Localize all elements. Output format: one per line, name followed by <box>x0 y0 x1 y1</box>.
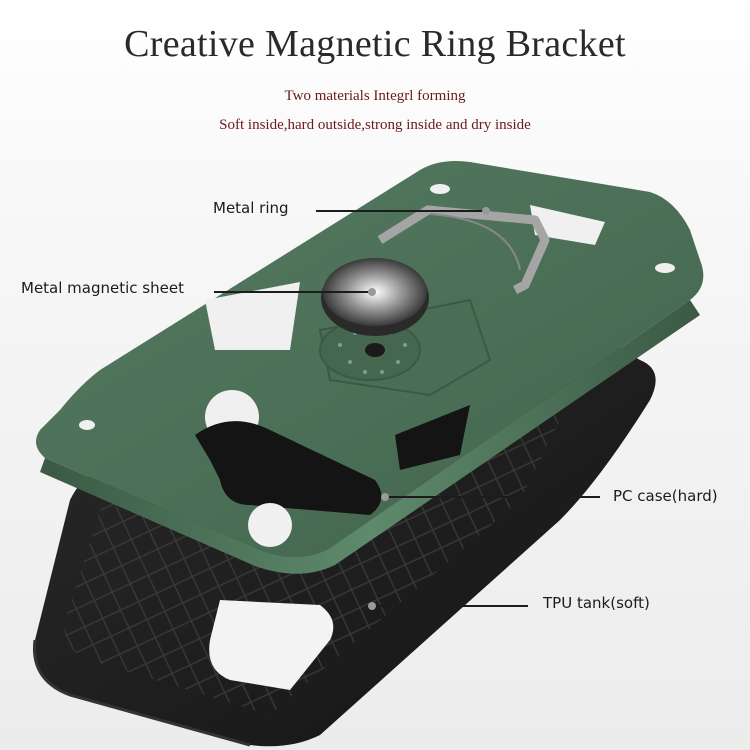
page-title: Creative Magnetic Ring Bracket <box>124 23 626 65</box>
callout-metal-magnetic-sheet: Metal magnetic sheet <box>21 279 184 297</box>
metal-ring <box>377 205 550 295</box>
subtitle-line-1: Two materials Integrl forming <box>284 88 466 104</box>
callout-lines <box>214 210 600 607</box>
callout-pc-case: PC case(hard) <box>613 487 718 505</box>
callout-tpu-tank: TPU tank(soft) <box>543 594 650 612</box>
pc-case <box>36 161 704 574</box>
magnetic-sheet <box>321 258 429 336</box>
callout-metal-ring: Metal ring <box>213 199 289 217</box>
subtitle-line-2: Soft inside,hard outside,strong inside a… <box>219 117 531 133</box>
